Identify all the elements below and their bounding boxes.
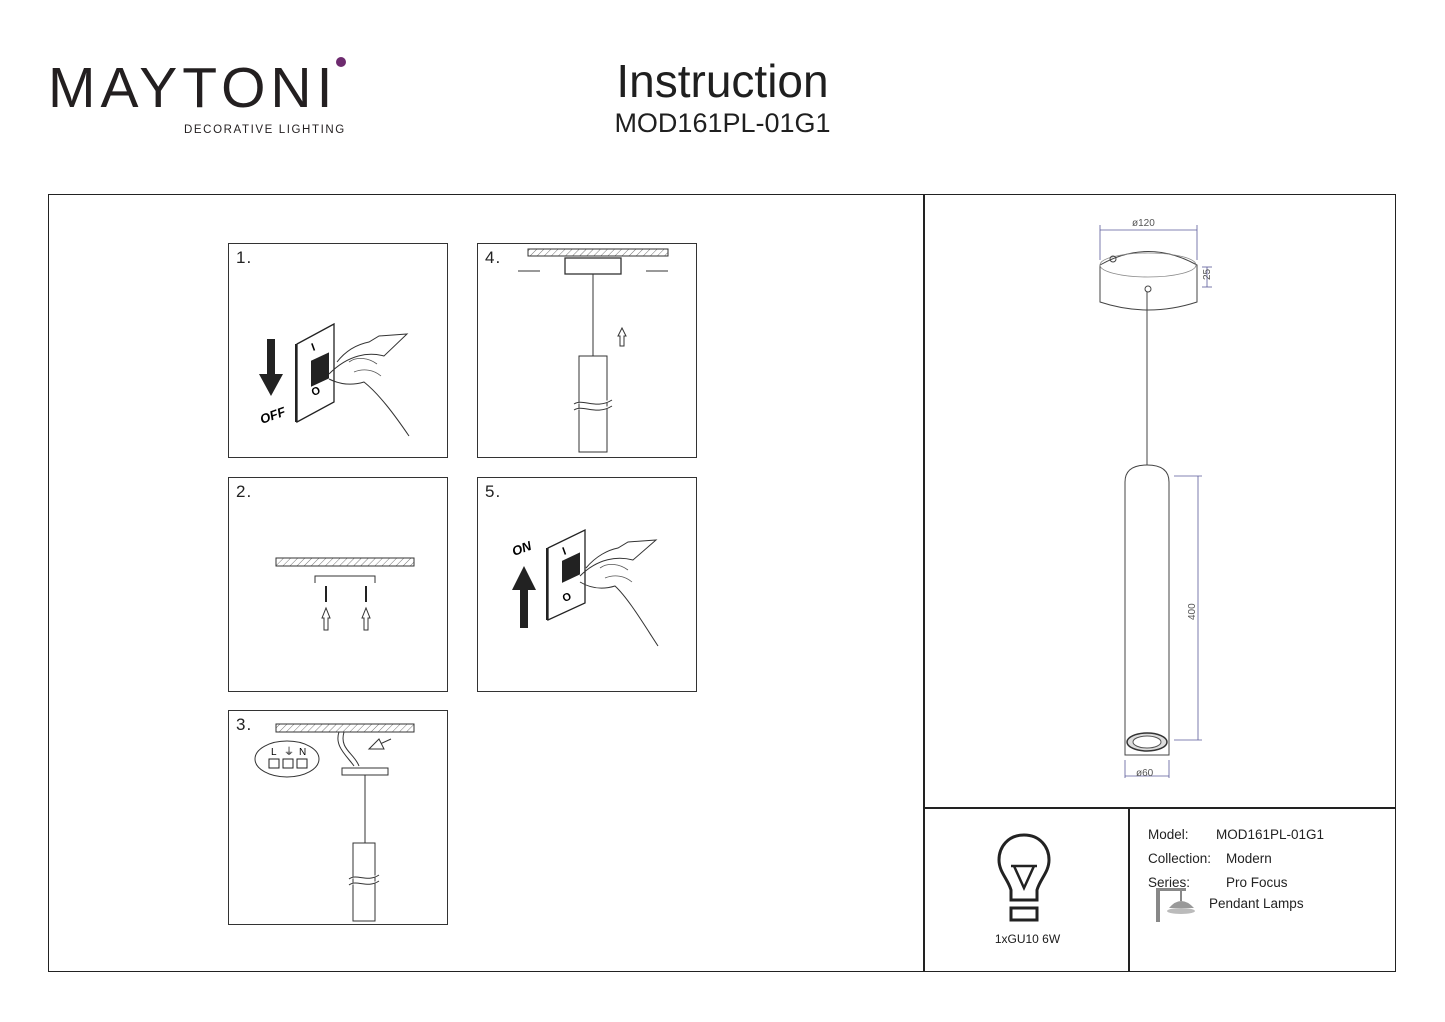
product-dimension-drawing: ø120 25 400 ø60 — [1099, 218, 1213, 779]
step-number: 2. — [236, 482, 253, 501]
switch-on-mark: I — [561, 545, 568, 557]
canopy-diameter: ø120 — [1132, 218, 1155, 229]
divider — [1128, 807, 1130, 972]
brand-name-main: MAYTON — [48, 56, 317, 120]
logo-dot-icon — [336, 57, 346, 67]
bulb-icon — [997, 833, 1051, 922]
canopy-height: 25 — [1202, 268, 1213, 280]
spec-model-value: MOD161PL-01G1 — [1216, 827, 1325, 842]
wiring-illustration: L ⏚ N — [254, 723, 415, 922]
step-4-panel: 4. — [477, 243, 697, 458]
switch-on-mark: I — [310, 341, 317, 353]
switch-on-illustration: ON I O — [510, 528, 659, 647]
body-diameter: ø60 — [1136, 768, 1154, 779]
step-1-panel: 1. I O OFF — [228, 243, 448, 458]
terminal-live: L — [271, 747, 277, 758]
step-3-panel: 3. L ⏚ N — [228, 710, 448, 925]
bulb-label: 1xGU10 6W — [994, 932, 1061, 946]
terminal-ground: ⏚ — [284, 746, 294, 758]
spec-collection-value: Modern — [1226, 851, 1272, 866]
step-number: 1. — [236, 248, 253, 267]
spec-collection-label: Collection: — [1148, 851, 1212, 866]
brand-name: MAYTONI — [48, 60, 337, 117]
on-label: ON — [510, 538, 534, 559]
body-length: 400 — [1187, 603, 1198, 620]
divider — [923, 807, 1396, 809]
instruction-frame — [48, 194, 1396, 972]
spec-series-label: Series: — [1148, 875, 1191, 890]
off-label: OFF — [258, 403, 289, 426]
step-number: 5. — [485, 482, 502, 501]
pendant-lamp-icon — [1156, 888, 1195, 922]
spec-type-value: Pendant Lamps — [1209, 896, 1304, 911]
attach-canopy-illustration — [518, 248, 669, 453]
step-2-panel: 2. — [228, 477, 448, 692]
step-number: 4. — [485, 248, 502, 267]
brand-name-last: I — [316, 56, 338, 120]
brand-tagline: DECORATIVE LIGHTING — [184, 124, 346, 136]
switch-off-illustration: I O OFF — [258, 322, 410, 437]
page-title: Instruction — [616, 55, 829, 107]
spec-series-value: Pro Focus — [1226, 875, 1288, 890]
mount-bracket-illustration — [275, 557, 415, 631]
brand-logo: MAYTONI DECORATIVE LIGHTING — [48, 57, 348, 140]
step-number: 3. — [236, 715, 253, 734]
model-code: MOD161PL-01G1 — [614, 108, 831, 138]
spec-model-label: Model: — [1148, 827, 1189, 842]
step-5-panel: 5. ON I O — [477, 477, 697, 692]
terminal-neutral: N — [299, 747, 306, 758]
divider — [923, 194, 925, 972]
